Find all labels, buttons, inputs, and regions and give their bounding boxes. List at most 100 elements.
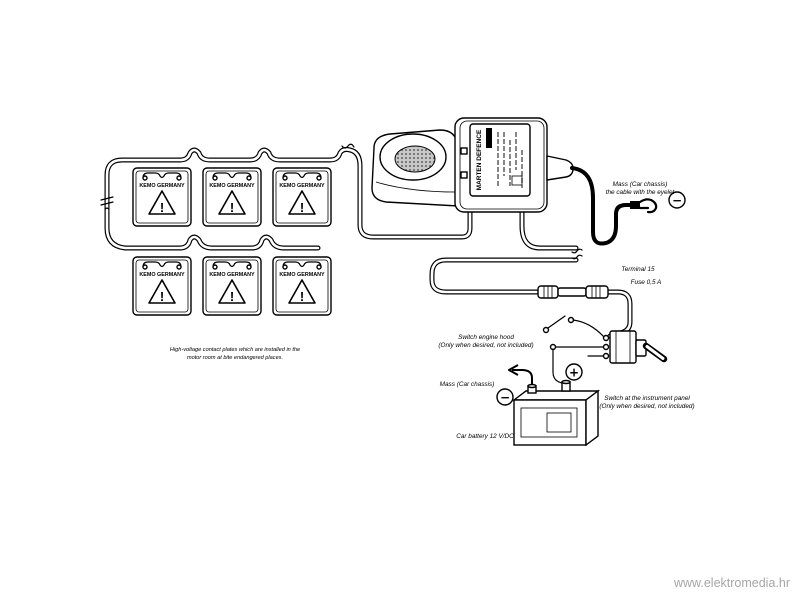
plus-symbol: + — [569, 366, 579, 380]
contact-plate: KEMO GERMANY ! — [272, 167, 332, 227]
plate-brand-label: KEMO GERMANY — [209, 272, 255, 278]
plate-brand-label: KEMO GERMANY — [139, 272, 185, 278]
battery-label: Car battery 12 V/DC — [456, 433, 514, 440]
contact-plate: KEMO GERMANY ! — [272, 256, 332, 316]
device-label: MARTEN DEFENCE — [476, 129, 483, 190]
mass-eyelet-label-line-1: Mass (Car chassis) — [613, 181, 668, 188]
plate-eyelet — [176, 264, 182, 270]
contact-plate: KEMO GERMANY ! — [132, 256, 192, 316]
plate-brand-label: KEMO GERMANY — [139, 183, 185, 189]
cable-break-mark — [571, 248, 583, 260]
hood-switch-label-line-2: (Only when desired, not included) — [438, 342, 533, 349]
minus-terminal-icon — [496, 388, 514, 406]
plate-brand-label: KEMO GERMANY — [209, 183, 255, 189]
plate-hook-wire — [282, 261, 322, 268]
high-voltage-cable — [100, 143, 473, 251]
marten-defence-device: MARTEN DEFENCE — [371, 117, 574, 213]
plate-brand-label: KEMO GERMANY — [279, 183, 325, 189]
plate-inner-border — [135, 259, 189, 313]
fuse-holder — [537, 285, 609, 299]
cable-break-mark — [341, 143, 355, 149]
speaker-grille-icon — [394, 145, 436, 173]
plate-eyelet — [212, 264, 218, 270]
warning-triangle-icon — [148, 279, 176, 304]
ground-cable — [570, 166, 658, 246]
mass-arrow-icon — [512, 369, 533, 384]
plate-inner-border — [205, 170, 259, 224]
exclamation-mark: ! — [230, 200, 234, 215]
plate-brand-label: KEMO GERMANY — [279, 272, 325, 278]
plus-terminal-icon — [565, 363, 583, 381]
device-logo-block — [486, 128, 492, 148]
contact-plate: KEMO GERMANY ! — [132, 167, 192, 227]
switch-terminal — [602, 352, 610, 360]
warning-triangle-icon — [288, 279, 316, 304]
switch-terminal — [602, 334, 610, 342]
device-label-panel — [469, 123, 531, 197]
battery-top — [511, 390, 601, 401]
minus-terminal-icon — [668, 191, 686, 209]
terminal-label: Terminal 15 — [621, 266, 655, 273]
instrument-panel-switch — [549, 330, 668, 364]
panel-switch-label-line-2: (Only when desired, not included) — [599, 403, 694, 410]
contact-plate: KEMO GERMANY ! — [202, 256, 262, 316]
plate-eyelet — [142, 175, 148, 181]
plate-eyelet — [176, 175, 182, 181]
hood-switch-label-line-1: Switch engine hood — [458, 334, 514, 341]
plate-eyelet — [212, 175, 218, 181]
plate-hook-wire — [142, 261, 182, 268]
plates-caption-line-1: High-voltage contact plates which are in… — [170, 347, 300, 353]
plate-hook-wire — [212, 172, 252, 179]
minus-symbol: − — [500, 391, 510, 405]
mass-battery-label: Mass (Car chassis) — [440, 381, 495, 388]
warning-triangle-icon — [148, 190, 176, 215]
battery-label-area — [520, 407, 578, 438]
speaker-base-edge — [375, 181, 457, 193]
warning-triangle-icon — [218, 190, 246, 215]
exclamation-mark: ! — [230, 289, 234, 304]
battery-label-inner — [546, 412, 572, 433]
mass-eyelet-label-line-2: the cable with the eyelet — [606, 189, 675, 196]
eyelet-sleeve — [630, 201, 640, 209]
plate-eyelet — [316, 264, 322, 270]
exclamation-mark: ! — [160, 289, 164, 304]
contact-plate: KEMO GERMANY ! — [202, 167, 262, 227]
cable-eyelet-icon — [638, 198, 658, 214]
cable-break-mark — [100, 196, 114, 206]
fuse-label: Fuse 0,5 A — [631, 279, 662, 286]
watermark: www.elektromedia.hr — [673, 576, 790, 590]
battery-front — [513, 399, 587, 446]
plate-eyelet — [246, 175, 252, 181]
plate-hook-wire — [212, 261, 252, 268]
exclamation-mark: ! — [300, 289, 304, 304]
plate-eyelet — [282, 264, 288, 270]
device-side-marker — [460, 171, 468, 179]
exclamation-mark: ! — [300, 200, 304, 215]
panel-switch-label-line-1: Switch at the instrument panel — [604, 395, 690, 402]
plate-hook-wire — [142, 172, 182, 179]
device-box-edge — [459, 120, 545, 210]
switch-body — [609, 330, 637, 364]
plate-inner-border — [275, 170, 329, 224]
plate-eyelet — [282, 175, 288, 181]
battery-side — [585, 389, 599, 447]
plate-eyelet — [142, 264, 148, 270]
plates-caption-line-2: motor room at bite endangered places. — [187, 355, 283, 361]
plate-hook-wire — [282, 172, 322, 179]
minus-symbol: − — [672, 194, 682, 208]
warning-triangle-icon — [218, 279, 246, 304]
exclamation-mark: ! — [160, 200, 164, 215]
strain-relief — [546, 155, 574, 181]
plate-inner-border — [205, 259, 259, 313]
plate-eyelet — [246, 264, 252, 270]
label-fine-print — [497, 132, 523, 188]
warning-triangle-icon — [288, 190, 316, 215]
power-cable — [429, 209, 633, 339]
device-warning-mark — [511, 175, 523, 186]
car-battery — [508, 348, 601, 447]
plate-eyelet — [316, 175, 322, 181]
switch-terminal — [602, 343, 610, 351]
plate-inner-border — [275, 259, 329, 313]
hood-switch-pivot — [542, 326, 550, 334]
